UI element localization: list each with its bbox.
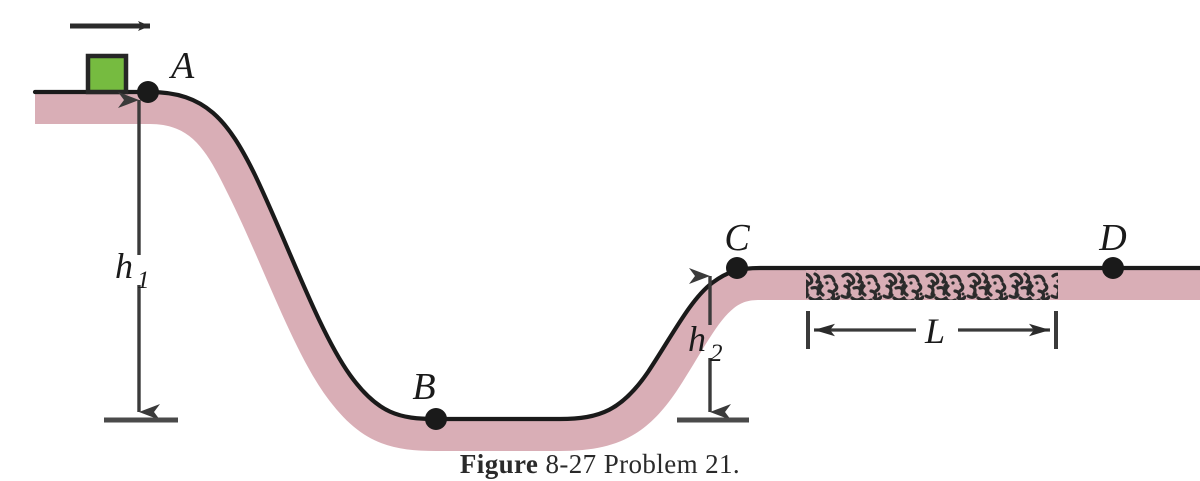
- svg-text:1: 1: [137, 267, 150, 294]
- svg-text:h: h: [688, 319, 706, 359]
- label-point-a: A: [168, 45, 195, 87]
- point-marker-d: [1102, 257, 1124, 279]
- sliding-block: [85, 53, 129, 95]
- label-point-c: C: [724, 217, 750, 259]
- figure-caption-label: Figure: [459, 449, 539, 479]
- track-top-edge: [32, 89, 1200, 422]
- label-length-L: L: [924, 311, 945, 351]
- figure-caption-text: 8-27 Problem 21.: [538, 449, 741, 479]
- label-height-h2: h 2: [688, 319, 723, 367]
- rough-friction-patch: [806, 270, 1058, 300]
- label-point-d: D: [1098, 217, 1126, 259]
- figure-caption: Figure 8-27 Problem 21.: [460, 449, 740, 479]
- curved-track: [32, 89, 1200, 451]
- svg-text:2: 2: [710, 340, 723, 367]
- label-height-h1: h 1: [115, 246, 150, 294]
- track-band: [35, 92, 1200, 451]
- point-marker-a: [137, 81, 159, 103]
- figure-caption-area: Figure 8-27 Problem 21.: [0, 449, 1200, 481]
- height-h1-dimension: [104, 92, 178, 423]
- height-h2-dimension: [677, 268, 749, 423]
- length-L-dimension: [806, 311, 1058, 349]
- point-marker-b: [425, 408, 447, 430]
- point-marker-c: [726, 257, 748, 279]
- svg-text:h: h: [115, 246, 133, 286]
- label-point-b: B: [412, 366, 435, 408]
